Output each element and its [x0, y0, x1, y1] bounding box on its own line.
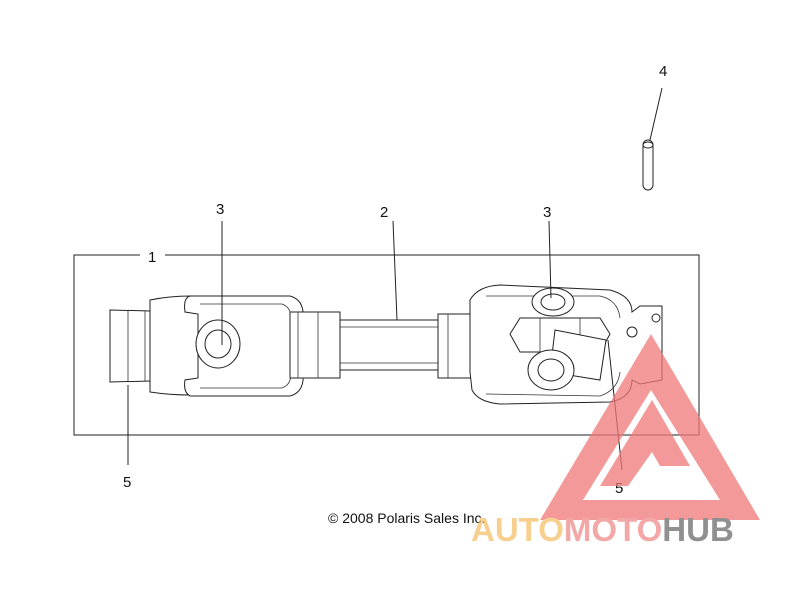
callout-5-left: 5 [123, 474, 131, 491]
callout-1: 1 [148, 249, 156, 266]
callout-5-right: 5 [615, 480, 623, 497]
pin-part [642, 139, 654, 191]
left-yoke [109, 295, 341, 397]
leader-4 [649, 87, 663, 141]
watermark-inner-mark-icon [600, 400, 690, 486]
leader-3-right [548, 220, 552, 299]
copyright-text: © 2008 Polaris Sales Inc. [328, 510, 485, 526]
shaft-tube [339, 319, 441, 371]
assembly-box [73, 254, 700, 436]
callout-4: 4 [659, 63, 667, 80]
right-yoke [437, 284, 663, 405]
watermark-moto: MOTO [564, 511, 662, 548]
callout-2: 2 [380, 204, 388, 221]
watermark-logo: AUTOMOTOHUB [471, 334, 760, 548]
watermark-hub: HUB [662, 511, 734, 548]
watermark-auto: AUTO [471, 511, 564, 548]
watermark-text: AUTOMOTOHUB [471, 511, 734, 548]
watermark-triangle-icon [540, 334, 760, 520]
callout-3-left: 3 [216, 201, 224, 218]
callout-3-right: 3 [543, 204, 551, 221]
leader-2 [392, 220, 398, 321]
